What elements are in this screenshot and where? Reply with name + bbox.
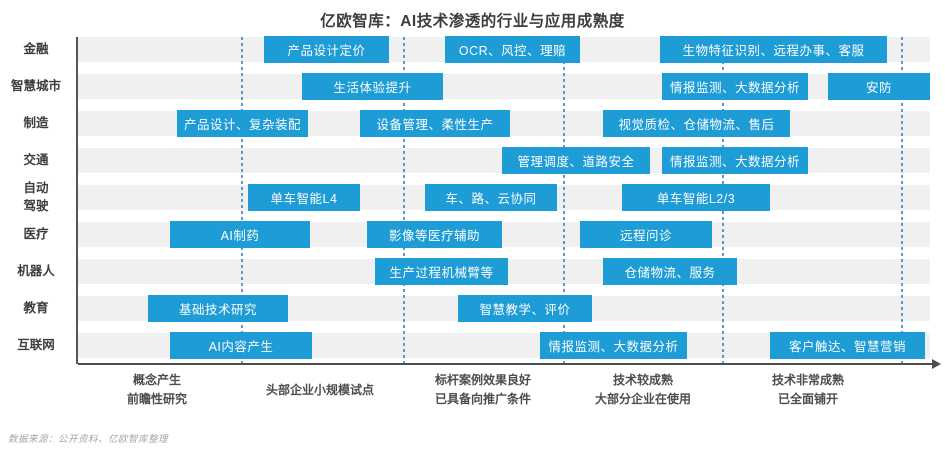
- application-bar: 情报监测、大数据分析: [662, 73, 808, 100]
- y-axis-line: [76, 37, 78, 364]
- industry-label: 互联网: [17, 337, 55, 352]
- application-bar: 视觉质检、仓储物流、售后: [603, 110, 790, 137]
- application-bar: 仓储物流、服务: [603, 258, 737, 285]
- application-bar: 情报监测、大数据分析: [662, 147, 808, 174]
- application-bar: 单车智能L2/3: [622, 184, 770, 211]
- application-bar: 管理调度、道路安全: [502, 147, 650, 174]
- industry-label: 制造: [23, 115, 49, 130]
- application-bar: 生物特征识别、远程办事、客服: [660, 36, 887, 63]
- industry-label: 医疗: [23, 226, 49, 241]
- stage-label: 技术非常成熟 已全面铺开: [771, 373, 845, 406]
- industry-label: 交通: [23, 152, 49, 167]
- industry-label: 金融: [23, 41, 49, 56]
- stage-divider-line: [403, 37, 405, 364]
- application-bar: OCR、风控、理赔: [445, 36, 580, 63]
- application-bar: 产品设计定价: [264, 36, 389, 63]
- application-bar: 智慧教学、评价: [458, 295, 592, 322]
- stage-divider-line: [563, 37, 565, 364]
- application-bar: 生活体验提升: [302, 73, 443, 100]
- x-axis-arrow-icon: [932, 359, 941, 369]
- application-bar: 情报监测、大数据分析: [540, 332, 687, 359]
- industry-label: 机器人: [17, 263, 55, 278]
- stage-label: 头部企业小规模试点: [265, 382, 375, 397]
- application-bar: 设备管理、柔性生产: [360, 110, 510, 137]
- industry-label: 教育: [23, 300, 49, 315]
- stage-divider-line: [901, 37, 903, 364]
- stage-divider-line: [241, 37, 243, 364]
- stage-label: 技术较成熟 大部分企业在使用: [594, 373, 692, 406]
- application-bar: AI内容产生: [170, 332, 312, 359]
- industry-label: 自动 驾驶: [23, 181, 49, 213]
- source-note: 数据来源：公开资料、亿欧智库整理: [8, 434, 169, 445]
- industry-label: 智慧城市: [10, 78, 61, 93]
- stage-label: 概念产生 前瞻性研究: [126, 373, 188, 406]
- application-bar: 车、路、云协同: [425, 184, 557, 211]
- application-bar: 影像等医疗辅助: [367, 221, 502, 248]
- application-bar: 产品设计、复杂装配: [177, 110, 308, 137]
- application-bar: 单车智能L4: [248, 184, 360, 211]
- application-bar: AI制药: [170, 221, 310, 248]
- x-axis-line: [78, 363, 934, 365]
- application-bar: 安防: [828, 73, 930, 100]
- chart-title: 亿欧智库：AI技术渗透的行业与应用成熟度: [320, 13, 625, 30]
- application-bar: 客户触达、智慧营销: [770, 332, 925, 359]
- application-bar: 生产过程机械臂等: [375, 258, 508, 285]
- application-bar: 基础技术研究: [148, 295, 288, 322]
- stage-label: 标杆案例效果良好 已具备向推广条件: [434, 373, 532, 406]
- application-bar: 远程问诊: [580, 221, 712, 248]
